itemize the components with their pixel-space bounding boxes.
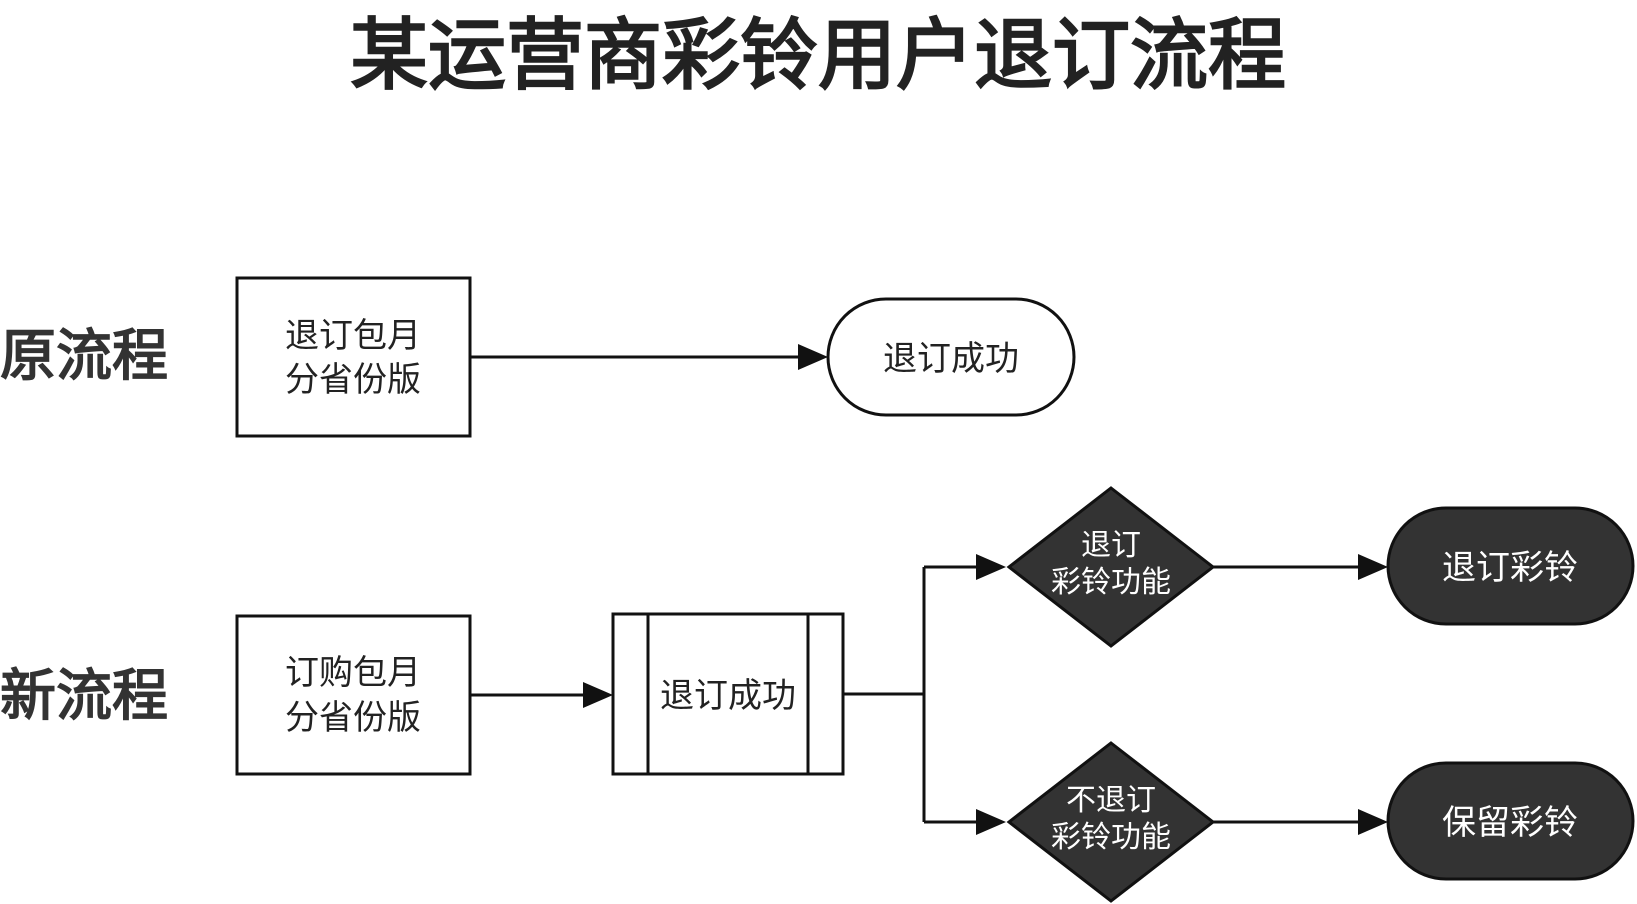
- new-process-text: 退订成功: [660, 676, 796, 716]
- new-start-text-line1: 订购包月: [285, 653, 421, 693]
- row-label-original: 原流程: [0, 324, 168, 389]
- original-start-node: 退订包月 分省份版: [235, 276, 472, 438]
- original-end-node: 退订成功: [826, 297, 1076, 417]
- decision-unsubscribe-text-line2: 彩铃功能: [1051, 565, 1171, 600]
- original-start-text-line1: 退订包月: [285, 316, 421, 356]
- original-edge-start-to-end: [470, 344, 828, 370]
- original-end-text: 退订成功: [883, 339, 1019, 379]
- edge-decision-unsubscribe-to-end: [1213, 554, 1388, 580]
- new-start-text-line2: 分省份版: [285, 698, 421, 738]
- decision-unsubscribe-text-line1: 退订: [1081, 528, 1141, 563]
- decision-unsubscribe-node: 退订 彩铃功能: [1006, 486, 1216, 648]
- arrowhead-icon: [1358, 554, 1388, 580]
- arrowhead-icon: [1358, 809, 1388, 835]
- new-process-node: 退订成功: [611, 612, 845, 776]
- original-start-text-line2: 分省份版: [285, 360, 421, 400]
- new-start-node: 订购包月 分省份版: [235, 614, 472, 776]
- row-label-new: 新流程: [0, 664, 168, 729]
- end-keep-node: 保留彩铃: [1386, 761, 1635, 881]
- end-unsubscribe-text: 退订彩铃: [1442, 548, 1578, 588]
- end-unsubscribe-node: 退订彩铃: [1386, 506, 1635, 626]
- decision-keep-text-line2: 彩铃功能: [1051, 820, 1171, 855]
- edge-decision-keep-to-end: [1213, 809, 1388, 835]
- new-edge-start-to-process: [470, 682, 613, 708]
- arrowhead-icon: [976, 554, 1006, 580]
- arrowhead-icon: [798, 344, 828, 370]
- diagram-title: 某运营商彩铃用户退订流程: [350, 11, 1286, 101]
- arrowhead-icon: [583, 682, 613, 708]
- decision-keep-text-line1: 不退订: [1066, 783, 1156, 818]
- decision-keep-node: 不退订 彩铃功能: [1006, 741, 1216, 903]
- end-keep-text: 保留彩铃: [1442, 803, 1578, 843]
- arrowhead-icon: [976, 809, 1006, 835]
- new-edge-branch: [843, 554, 1006, 835]
